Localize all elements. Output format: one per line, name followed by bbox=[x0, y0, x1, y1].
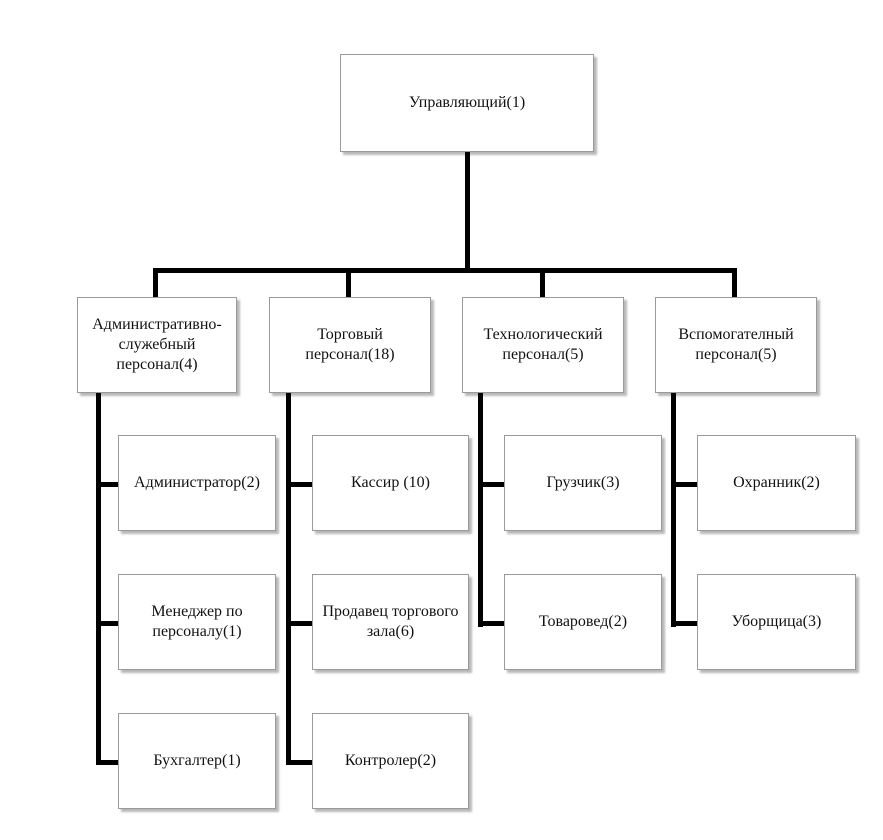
department-label: Административно-служебный персонал(4) bbox=[92, 316, 222, 373]
position-label: Менеджер по персоналу(1) bbox=[151, 603, 243, 640]
position-node: Охранник(2) bbox=[697, 435, 856, 531]
connector-branch-trade bbox=[286, 393, 291, 765]
position-node: Уборщица(3) bbox=[697, 574, 856, 670]
position-node: Продавец торгового зала(6) bbox=[312, 574, 469, 670]
department-label: Технологический персонал(5) bbox=[483, 326, 603, 363]
connector-tick bbox=[96, 621, 118, 626]
connector-drop-admin bbox=[153, 268, 158, 298]
connector-branch-aux bbox=[671, 393, 676, 627]
position-node: Товаровед(2) bbox=[504, 574, 662, 670]
position-label: Кассир (10) bbox=[351, 474, 430, 491]
connector-tick bbox=[671, 482, 697, 487]
connector-drop-trade bbox=[346, 268, 351, 298]
connector-horizontal-bus bbox=[153, 268, 737, 273]
root-label: Управляющий(1) bbox=[408, 94, 526, 111]
connector-drop-tech bbox=[540, 268, 545, 298]
connector-tick bbox=[96, 760, 118, 765]
connector-tick bbox=[671, 621, 697, 626]
position-label: Контролер(2) bbox=[344, 752, 437, 769]
position-label: Охранник(2) bbox=[733, 474, 820, 491]
position-node: Контролер(2) bbox=[312, 713, 469, 809]
position-node: Менеджер по персоналу(1) bbox=[118, 574, 276, 670]
department-node-tech: Технологический персонал(5) bbox=[462, 297, 624, 393]
connector-tick bbox=[286, 621, 312, 626]
root-node: Управляющий(1) bbox=[340, 54, 594, 152]
position-label: Продавец торгового зала(6) bbox=[322, 603, 459, 640]
connector-tick bbox=[286, 760, 312, 765]
connector-drop-aux bbox=[732, 268, 737, 298]
department-label: Вспомогателный персонал(5) bbox=[678, 326, 794, 363]
position-label: Уборщица(3) bbox=[731, 613, 822, 630]
department-node-aux: Вспомогателный персонал(5) bbox=[655, 297, 817, 393]
position-label: Бухгалтер(1) bbox=[153, 752, 241, 769]
connector-tick bbox=[478, 482, 504, 487]
connector-tick bbox=[286, 482, 312, 487]
department-node-admin: Административно-служебный персонал(4) bbox=[77, 297, 237, 393]
connector-tick bbox=[478, 621, 504, 626]
position-node: Администратор(2) bbox=[118, 435, 276, 531]
department-label: Торговый персонал(18) bbox=[305, 326, 395, 363]
position-node: Кассир (10) bbox=[312, 435, 469, 531]
connector-root-trunk bbox=[465, 152, 470, 271]
position-label: Товаровед(2) bbox=[538, 613, 628, 630]
department-node-trade: Торговый персонал(18) bbox=[269, 297, 431, 393]
connector-branch-tech bbox=[478, 393, 483, 627]
position-node: Бухгалтер(1) bbox=[118, 713, 276, 809]
position-label: Грузчик(3) bbox=[546, 474, 620, 491]
position-label: Администратор(2) bbox=[134, 474, 260, 491]
connector-tick bbox=[96, 482, 118, 487]
position-node: Грузчик(3) bbox=[504, 435, 662, 531]
connector-branch-admin bbox=[96, 393, 101, 765]
